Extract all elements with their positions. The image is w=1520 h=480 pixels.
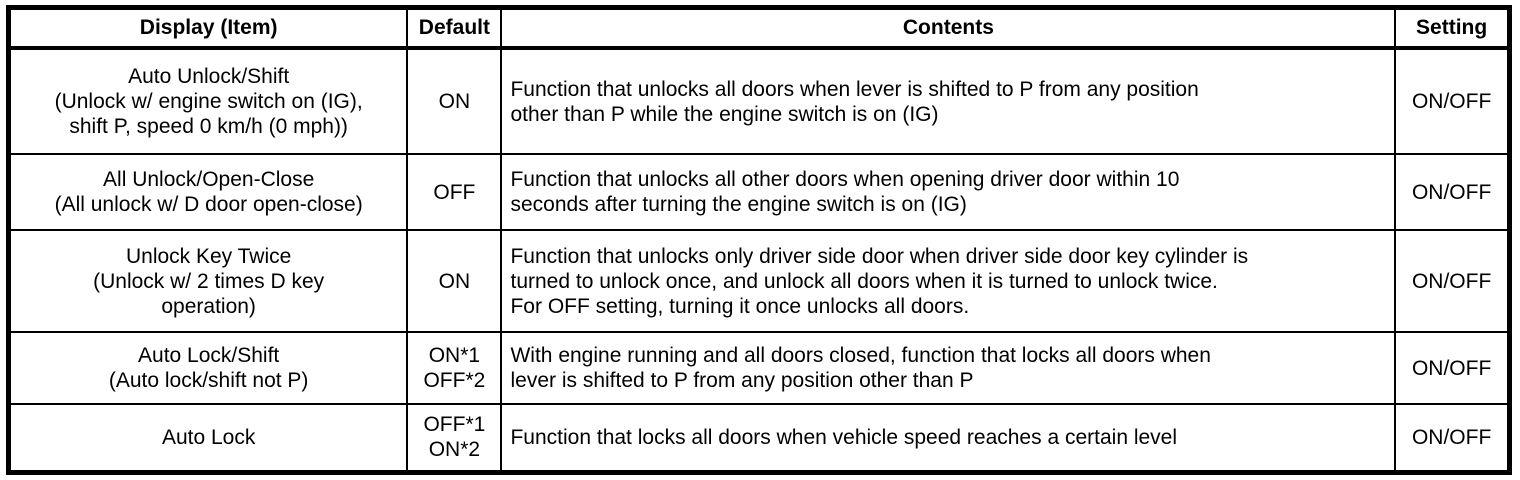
display-item-cell: Auto Lock/Shift (Auto lock/shift not P) bbox=[7, 331, 409, 405]
table-row: Auto Unlock/Shift (Unlock w/ engine swit… bbox=[7, 47, 1511, 155]
contents-cell: Function that unlocks all doors when lev… bbox=[500, 47, 1397, 155]
default-value-cell: ON bbox=[406, 47, 503, 155]
table-body: Auto Unlock/Shift (Unlock w/ engine swit… bbox=[7, 47, 1511, 473]
display-item-cell: Unlock Key Twice (Unlock w/ 2 times D ke… bbox=[7, 229, 409, 333]
column-header-contents: Contents bbox=[500, 6, 1397, 50]
table-row: All Unlock/Open-Close (All unlock w/ D d… bbox=[7, 153, 1511, 231]
table-row: Auto Lock OFF*1 ON*2 Function that locks… bbox=[7, 403, 1511, 473]
display-item-cell: Auto Unlock/Shift (Unlock w/ engine swit… bbox=[7, 47, 409, 155]
settings-table: Display (Item) Default Contents Setting … bbox=[6, 5, 1512, 475]
setting-cell: ON/OFF bbox=[1394, 47, 1511, 155]
default-value-cell: OFF*1 ON*2 bbox=[406, 403, 503, 473]
setting-cell: ON/OFF bbox=[1394, 229, 1511, 333]
default-value-cell: OFF bbox=[406, 153, 503, 231]
column-header-display-item: Display (Item) bbox=[7, 6, 409, 50]
setting-cell: ON/OFF bbox=[1394, 331, 1511, 405]
table-row: Unlock Key Twice (Unlock w/ 2 times D ke… bbox=[7, 229, 1511, 333]
setting-cell: ON/OFF bbox=[1394, 153, 1511, 231]
column-header-setting: Setting bbox=[1394, 6, 1511, 50]
contents-cell: Function that unlocks only driver side d… bbox=[500, 229, 1397, 333]
default-value-cell: ON*1 OFF*2 bbox=[406, 331, 503, 405]
column-header-default: Default bbox=[406, 6, 503, 50]
contents-cell: Function that unlocks all other doors wh… bbox=[500, 153, 1397, 231]
display-item-cell: All Unlock/Open-Close (All unlock w/ D d… bbox=[7, 153, 409, 231]
display-item-cell: Auto Lock bbox=[7, 403, 409, 473]
table-header-row: Display (Item) Default Contents Setting bbox=[7, 6, 1511, 50]
table-row: Auto Lock/Shift (Auto lock/shift not P) … bbox=[7, 331, 1511, 405]
contents-cell: With engine running and all doors closed… bbox=[500, 331, 1397, 405]
setting-cell: ON/OFF bbox=[1394, 403, 1511, 473]
default-value-cell: ON bbox=[406, 229, 503, 333]
contents-cell: Function that locks all doors when vehic… bbox=[500, 403, 1397, 473]
